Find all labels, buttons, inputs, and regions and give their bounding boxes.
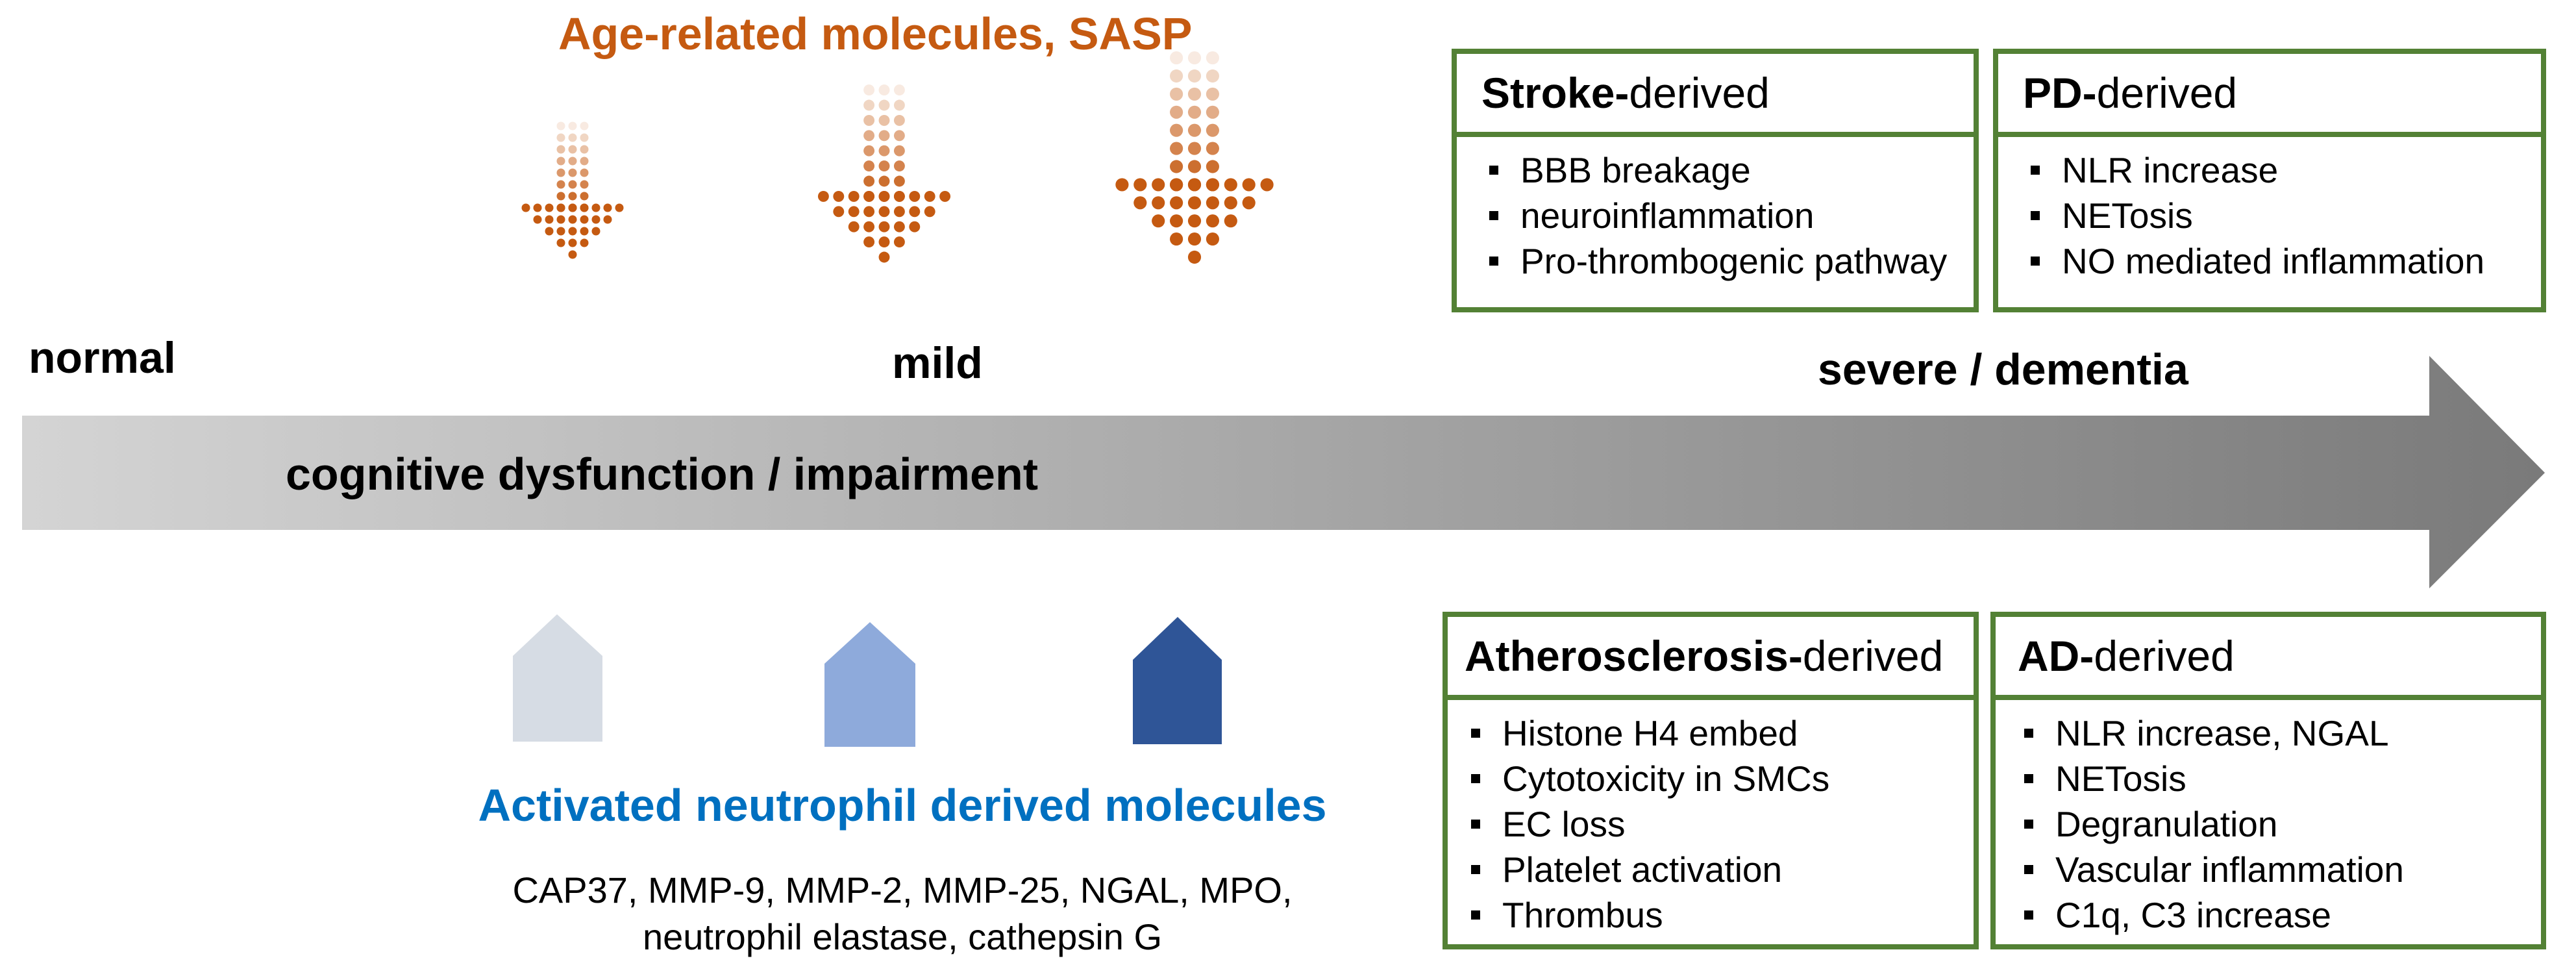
- neutrophil-arrow-light: [513, 614, 602, 742]
- sasp-arrow-medium: [817, 84, 951, 263]
- list-item: Cytotoxicity in SMCs: [1466, 756, 1974, 801]
- ad-box-title: AD-: [2018, 632, 2094, 680]
- stroke-derived-box: Stroke-derived BBB breakage neuroinflamm…: [1452, 49, 1979, 312]
- atherosclerosis-box-title: Atherosclerosis-: [1465, 632, 1803, 680]
- pd-derived-box: PD-derived NLR increase NETosis NO media…: [1993, 49, 2546, 312]
- stroke-box-header: Stroke-derived: [1457, 54, 1974, 137]
- list-item: Degranulation: [2019, 801, 2541, 847]
- sasp-arrow-group: [521, 51, 1274, 264]
- list-item: NLR increase, NGAL: [2019, 710, 2541, 756]
- ad-box-header: AD-derived: [1996, 617, 2541, 700]
- list-item: neuroinflammation: [1484, 193, 1974, 238]
- stroke-box-title-suffix: derived: [1629, 69, 1770, 117]
- neutrophil-title: Activated neutrophil derived molecules: [478, 780, 1327, 831]
- list-item: Thrombus: [1466, 892, 1974, 938]
- list-item: BBB breakage: [1484, 147, 1974, 193]
- atherosclerosis-box-header: Atherosclerosis-derived: [1448, 617, 1974, 700]
- atherosclerosis-box-title-suffix: derived: [1802, 632, 1944, 680]
- neutrophil-molecules-line-2: neutrophil elastase, cathepsin G: [642, 916, 1163, 957]
- list-item: Histone H4 embed: [1466, 710, 1974, 756]
- sasp-arrow-small: [521, 121, 624, 259]
- atherosclerosis-derived-box: Atherosclerosis-derived Histone H4 embed…: [1443, 612, 1979, 949]
- list-item: Vascular inflammation: [2019, 847, 2541, 892]
- stage-mild-label: mild: [892, 338, 983, 388]
- ad-derived-box: AD-derived NLR increase, NGAL NETosis De…: [1990, 612, 2546, 949]
- stroke-box-title: Stroke-: [1481, 69, 1629, 117]
- stage-severe-label: severe / dementia: [1818, 345, 2188, 394]
- stage-normal-label: normal: [29, 333, 176, 382]
- sasp-arrow-large: [1115, 51, 1274, 264]
- list-item: Platelet activation: [1466, 847, 1974, 892]
- progression-axis-label: cognitive dysfunction / impairment: [286, 449, 1039, 499]
- neutrophil-molecule-list: CAP37, MMP-9, MMP-2, MMP-25, NGAL, MPO, …: [390, 867, 1415, 960]
- pd-box-title: PD-: [2023, 69, 2097, 117]
- neutrophil-arrow-mid: [824, 622, 915, 747]
- list-item: C1q, C3 increase: [2019, 892, 2541, 938]
- neutrophil-arrow-dark: [1133, 617, 1222, 744]
- list-item: NLR increase: [2025, 147, 2541, 193]
- list-item: NETosis: [2019, 756, 2541, 801]
- list-item: EC loss: [1466, 801, 1974, 847]
- progression-arrow: [22, 356, 2545, 588]
- neutrophil-molecules-line-1: CAP37, MMP-9, MMP-2, MMP-25, NGAL, MPO,: [512, 870, 1293, 910]
- list-item: NO mediated inflammation: [2025, 238, 2541, 284]
- pd-box-header: PD-derived: [1998, 54, 2541, 137]
- list-item: NETosis: [2025, 193, 2541, 238]
- pd-box-title-suffix: derived: [2096, 69, 2238, 117]
- list-item: Pro-thrombogenic pathway: [1484, 238, 1974, 284]
- ad-box-title-suffix: derived: [2094, 632, 2235, 680]
- sasp-title: Age-related molecules, SASP: [558, 8, 1193, 59]
